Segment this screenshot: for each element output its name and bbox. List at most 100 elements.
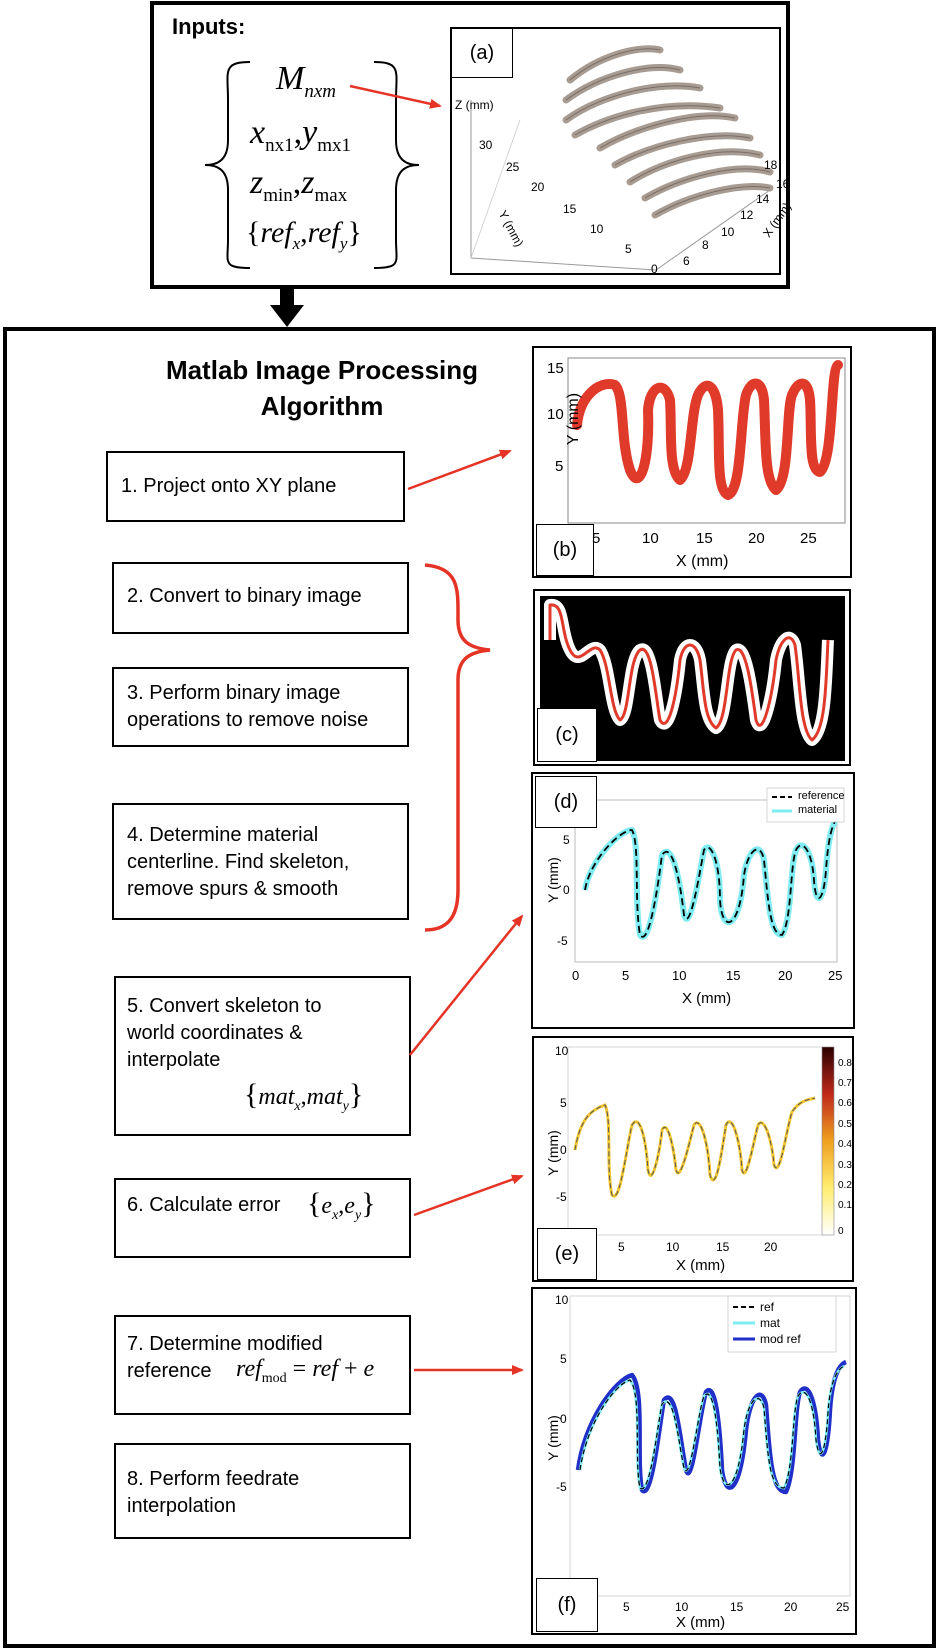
panel-f-xtick: 5	[623, 1600, 630, 1614]
mat-x-subscript: x	[294, 1098, 301, 1114]
panel-b-xtick: 5	[592, 530, 601, 547]
mat-y-subscript: y	[342, 1098, 349, 1114]
panel-c-red-centerline	[548, 603, 830, 742]
colorbar-tick: 0.2	[838, 1180, 852, 1191]
panel-a-ytick: 5	[625, 242, 632, 256]
step3-line: operations to remove noise	[127, 709, 369, 731]
step8-box	[114, 1443, 411, 1539]
panel-b-ytick: 10	[547, 406, 564, 423]
step7-line: 7. Determine modified	[127, 1333, 323, 1355]
panel-b-red-path	[572, 360, 843, 500]
m-subscript: nxm	[304, 80, 336, 102]
panel-d-ytick: 5	[563, 833, 570, 847]
zmin-subscript: min	[263, 184, 293, 206]
title-line-1: Matlab Image Processing	[165, 355, 479, 385]
panel-b-xlabel: X (mm)	[676, 553, 729, 570]
algorithm-box	[3, 327, 936, 1648]
panel-f-legend-mat: mat	[760, 1316, 781, 1330]
ref-symbol: ref	[312, 1356, 338, 1382]
inputs-left-brace	[204, 61, 251, 269]
panel-a-ytick: 20	[531, 180, 545, 194]
step1-box	[106, 451, 405, 522]
down-arrow-shaft	[280, 287, 294, 309]
panel-a-ytick: 25	[506, 160, 520, 174]
step4-text: 4. Determine material centerline. Find s…	[127, 822, 349, 903]
colorbar-tick: 0	[838, 1226, 844, 1237]
panel-d-xtick: 15	[726, 968, 741, 983]
x-symbol: x	[250, 114, 266, 151]
panel-e-label: (e)	[537, 1228, 597, 1280]
panel-d-xlabel: X (mm)	[682, 990, 732, 1007]
step5-line: 5. Convert skeleton to	[127, 995, 322, 1017]
step4-line: centerline. Find skeleton,	[127, 851, 350, 873]
panel-f-label: (f)	[536, 1578, 598, 1632]
panel-f-ref-path	[579, 1365, 845, 1490]
input-z-limits: zmin,zmax	[250, 164, 348, 206]
panel-e-xtick: 5	[618, 1240, 625, 1254]
panel-d-legend-material: material	[798, 804, 838, 816]
step6-text: 6. Calculate error	[127, 1194, 281, 1216]
step7-math: refmod = ref + e	[236, 1356, 375, 1386]
step5-box	[114, 976, 411, 1136]
step8-line: interpolation	[127, 1495, 236, 1517]
e-x-symbol: e	[321, 1193, 333, 1219]
step4-line: 4. Determine material	[127, 824, 319, 846]
panel-e-ytick: 0	[560, 1143, 567, 1157]
zmax-subscript: max	[314, 184, 348, 206]
panel-b-xtick: 10	[642, 530, 659, 547]
colorbar-tick: 0.5	[838, 1119, 852, 1130]
e-y-subscript: y	[354, 1207, 362, 1223]
refx-subscript: x	[292, 234, 301, 253]
panel-e-ytick: 10	[555, 1044, 569, 1058]
panel-d-label: (d)	[535, 776, 597, 828]
input-reference: {refx,refy}	[246, 216, 362, 253]
step3-box	[112, 667, 409, 747]
algorithm-title: Matlab Image Processing Algorithm	[126, 352, 518, 424]
panel-b-xtick: 20	[748, 530, 765, 547]
colorbar-tick: 0.3	[838, 1160, 852, 1171]
panel-a-xtick: 12	[740, 208, 754, 222]
zmin-symbol: z	[250, 164, 264, 201]
step6-math: {ex,ey}	[307, 1187, 376, 1223]
y-subscript: mx1	[317, 134, 351, 156]
colorbar-tick: 0.7	[838, 1078, 852, 1089]
step7-line: reference	[127, 1360, 212, 1382]
title-line-2: Algorithm	[260, 391, 384, 421]
panel-f-ytick: 5	[560, 1352, 567, 1366]
panel-f-xtick: 15	[730, 1600, 744, 1614]
step2-box	[112, 562, 409, 634]
panel-c-label: (c)	[537, 708, 597, 762]
colorbar-tick: 0.6	[838, 1098, 852, 1109]
step8-text: 8. Perform feedrate interpolation	[127, 1466, 299, 1520]
step8-line: 8. Perform feedrate	[127, 1468, 300, 1490]
panel-f-xlabel: X (mm)	[676, 1614, 726, 1631]
panel-a-label: (a)	[451, 28, 513, 78]
panel-e-ytick: -5	[556, 1190, 567, 1204]
step6-box	[114, 1178, 411, 1258]
panel-b-xtick: 15	[696, 530, 713, 547]
panel-d-material-path	[582, 818, 839, 940]
panel-f-legend-ref: ref	[760, 1300, 775, 1314]
panel-a-ztick: 30	[479, 138, 493, 152]
arrow-step6-to-e	[413, 1174, 524, 1217]
e-x-subscript: x	[332, 1207, 339, 1223]
panel-d-xtick: 5	[622, 968, 630, 983]
panel-e-xlabel: X (mm)	[676, 1257, 726, 1274]
panel-b-ytick: 5	[555, 458, 564, 475]
panel-f-legend-modref: mod ref	[760, 1332, 801, 1346]
refmod-symbol: ref	[236, 1356, 262, 1382]
panel-a-xtick: 18	[764, 158, 778, 172]
panel-b-xtick: 25	[800, 530, 817, 547]
down-arrow-head	[270, 305, 304, 327]
panel-d-ylabel: Y (mm)	[544, 857, 561, 903]
step1-text: 1. Project onto XY plane	[121, 475, 337, 497]
panel-f-xtick: 25	[836, 1600, 850, 1614]
panel-b-ytick: 15	[547, 360, 564, 377]
panel-f-xtick: 20	[784, 1600, 798, 1614]
step2-text: 2. Convert to binary image	[127, 585, 362, 607]
panel-d-legend	[766, 787, 845, 823]
step4-box	[112, 803, 409, 920]
panel-f-xtick: 10	[675, 1600, 689, 1614]
panel-d-xtick: 10	[672, 968, 687, 983]
inputs-box	[150, 1, 790, 289]
